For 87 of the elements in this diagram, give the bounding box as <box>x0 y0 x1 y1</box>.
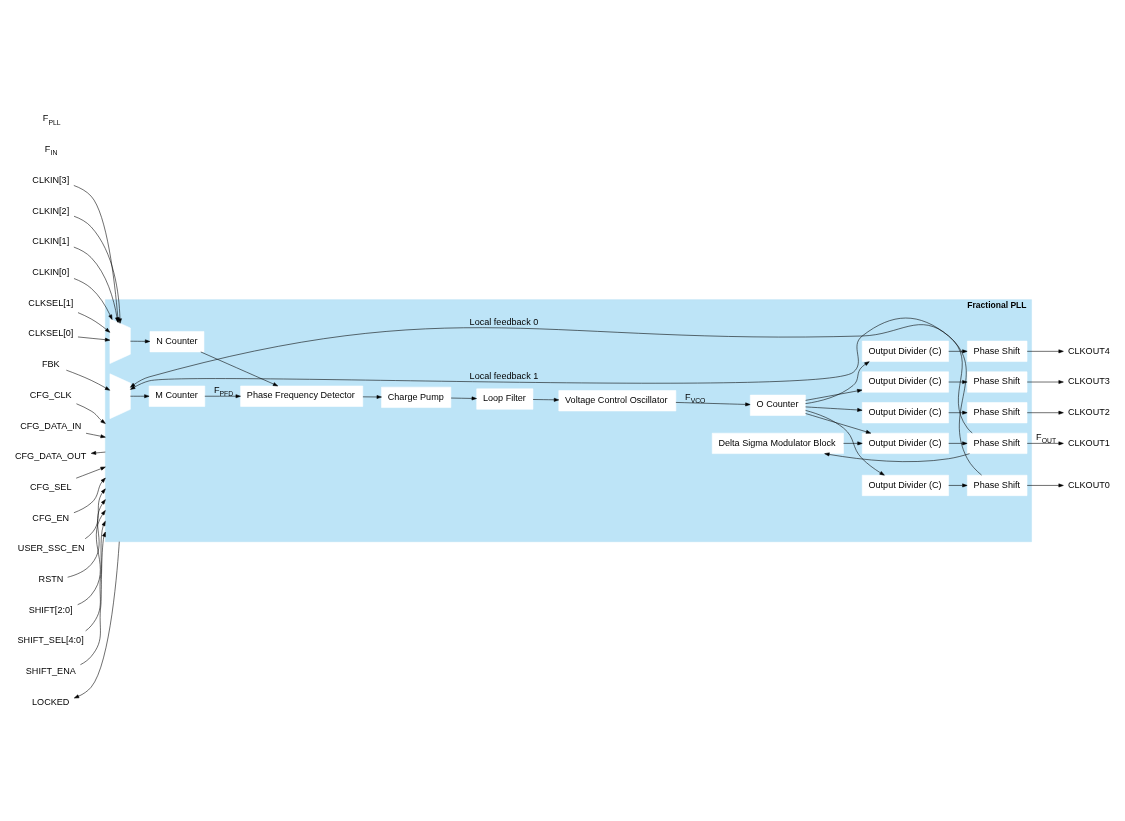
node-text: CLKSEL[1] <box>28 297 74 308</box>
arrow <box>824 452 970 462</box>
node-box: M Counter <box>148 385 206 407</box>
node-box: Output Divider (C) <box>861 401 949 423</box>
arrow <box>75 466 106 478</box>
arrow <box>77 311 111 333</box>
node-text: SHIFT_ENA <box>25 665 76 676</box>
arrow <box>200 351 279 386</box>
arrow <box>948 441 968 445</box>
arrow <box>1026 348 1064 353</box>
node-box: Phase Shift <box>967 371 1028 393</box>
edge-label: Local feedback 0 <box>469 316 539 327</box>
node-text: CLKOUT3 <box>1067 375 1110 386</box>
edge-label: F$_{PFD}$ <box>213 384 234 397</box>
arrow <box>948 410 968 415</box>
node-box: Phase Shift <box>967 401 1028 423</box>
arrow <box>73 477 106 513</box>
arrow <box>805 388 863 401</box>
arrow <box>80 520 106 665</box>
node-box: Output Divider (C) <box>861 432 949 454</box>
node-box: Charge Pump <box>381 386 452 408</box>
node-box: Phase Shift <box>967 432 1028 454</box>
node-text: USER_SSC_EN <box>17 542 85 553</box>
edge-label: Local feedback 1 <box>469 370 539 381</box>
arrow <box>1026 441 1064 445</box>
node-text: CLKOUT0 <box>1067 479 1110 490</box>
label: F$_{IN}$ <box>44 143 58 156</box>
arrow <box>805 360 870 404</box>
arrow <box>675 401 751 406</box>
node-text: CLKOUT1 <box>1067 437 1110 448</box>
arrow <box>90 450 106 455</box>
arrow <box>66 369 111 391</box>
edge-label: F$_{VCO}$ <box>684 391 706 404</box>
arrow <box>362 394 382 399</box>
node-text: CLKIN[1] <box>32 235 70 246</box>
arrow <box>1026 483 1064 487</box>
arrow <box>805 406 863 412</box>
node-text: CLKIN[0] <box>32 266 70 277</box>
arrow <box>1026 410 1064 415</box>
arrow <box>85 432 106 438</box>
arrow <box>130 317 973 433</box>
arrow <box>73 277 113 320</box>
node-trapezoid <box>109 373 131 419</box>
node-text: CLKIN[3] <box>32 174 70 185</box>
node-text: SHIFT[2:0] <box>28 604 73 615</box>
node-text: CLKOUT2 <box>1067 406 1110 417</box>
node-box: Output Divider (C) <box>861 474 949 496</box>
arrow <box>130 323 982 475</box>
node-text: CFG_SEL <box>30 481 72 492</box>
node-box: Output Divider (C) <box>861 340 949 362</box>
node-box: Voltage Control Oscillator <box>558 389 677 411</box>
node-text: RSTN <box>38 573 64 584</box>
node-text: CLKSEL[0] <box>28 327 74 338</box>
arrow <box>532 397 560 402</box>
node-text: CFG_DATA_OUT <box>15 450 87 461</box>
node-box: N Counter <box>149 330 205 352</box>
arrow <box>1026 379 1064 384</box>
arrow <box>76 402 106 424</box>
arrow <box>67 488 106 605</box>
node-box: O Counter <box>750 394 806 416</box>
arrow <box>843 441 863 445</box>
arrow <box>77 336 111 342</box>
node-text: SHIFT_SEL[4:0] <box>17 634 84 645</box>
node-text: CFG_DATA_IN <box>20 420 82 430</box>
arrow <box>204 393 241 398</box>
node-box: Phase Shift <box>967 340 1028 362</box>
label: F$_{PLL}$ <box>42 112 61 126</box>
arrow <box>130 339 151 343</box>
node-box: Phase Shift <box>967 474 1028 496</box>
arrow <box>450 396 477 400</box>
node-text: LOCKED <box>32 696 70 707</box>
arrow <box>130 393 150 398</box>
arrow <box>805 412 872 434</box>
node-box: Loop Filter <box>476 388 534 410</box>
arrow <box>73 540 120 698</box>
edge-label: F$_{OUT}$ <box>1036 431 1057 444</box>
node-text: CFG_CLK <box>29 389 72 400</box>
arrow <box>948 379 968 384</box>
node-text: CFG_EN <box>32 512 70 523</box>
node-box: Output Divider (C) <box>861 371 949 393</box>
node-text: CLKIN[2] <box>32 205 70 216</box>
node-text: CLKOUT4 <box>1067 345 1110 355</box>
node-text: FBK <box>42 358 60 369</box>
arrow <box>805 409 885 475</box>
arrow <box>948 483 968 487</box>
arrow <box>948 348 968 353</box>
node-box: Phase Frequency Detector <box>240 385 364 407</box>
